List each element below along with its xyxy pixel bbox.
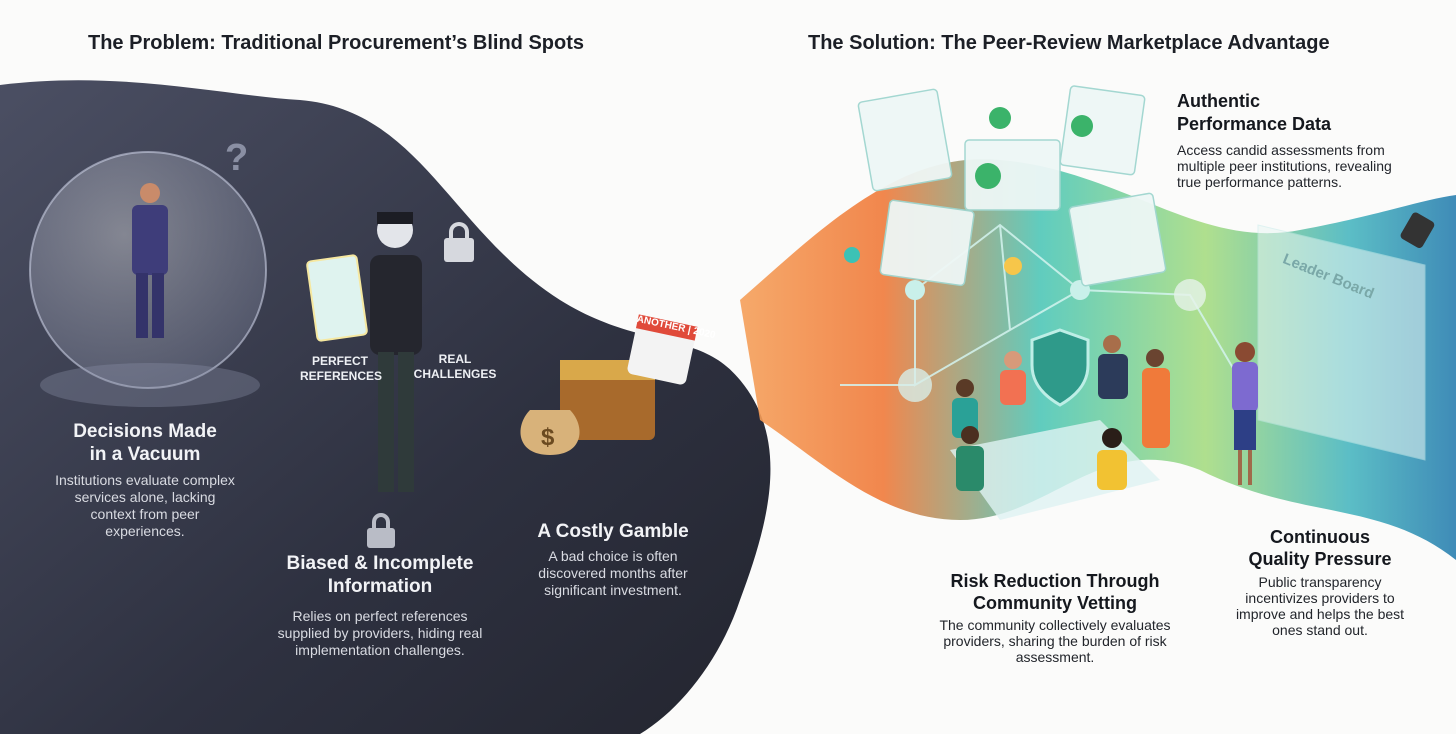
- businessman-figure: [132, 183, 168, 338]
- biased-heading-2: Information: [327, 576, 433, 597]
- woman-presenter: [1232, 342, 1258, 485]
- risk-heading-2: Community Vetting: [972, 593, 1137, 613]
- people-figures: [952, 335, 1170, 491]
- real-challenges-label: REAL CHALLENGES: [413, 352, 497, 381]
- svg-text:$: $: [541, 424, 555, 451]
- shield-icon: [1030, 328, 1090, 407]
- authentic-heading-1: Authentic: [1177, 91, 1260, 111]
- quality-heading-1: Continuous: [1270, 527, 1370, 547]
- spotlight-icon: [1400, 212, 1435, 249]
- risk-section: Risk Reduction Through Community Vetting…: [935, 570, 1175, 665]
- perfect-references-label: PERFECT REFERENCES: [300, 354, 383, 383]
- authentic-heading-2: Performance Data: [1177, 114, 1332, 134]
- reference-document-icon: [306, 254, 368, 342]
- biased-heading-1: Biased & Incomplete: [286, 553, 474, 574]
- review-cards: [857, 85, 1167, 287]
- vacuum-section: Decisions Made in a Vacuum Institutions …: [55, 420, 235, 540]
- gamble-section: A Costly Gamble A bad choice is often di…: [527, 520, 699, 599]
- risk-body: The community collectively evaluates pro…: [939, 617, 1171, 665]
- gamble-heading: A Costly Gamble: [537, 521, 689, 542]
- gamble-body: A bad choice is often discovered months …: [538, 548, 688, 598]
- quality-section: Continuous Quality Pressure Public trans…: [1230, 526, 1410, 638]
- vacuum-body: Institutions evaluate complex services a…: [55, 472, 235, 539]
- biased-body: Relies on perfect references supplied by…: [277, 608, 483, 658]
- authentic-body: Access candid assessments from multiple …: [1177, 142, 1392, 190]
- authentic-section: Authentic Performance Data Access candid…: [1177, 90, 1417, 190]
- quality-heading-2: Quality Pressure: [1248, 549, 1392, 569]
- leaderboard-panel: [1257, 224, 1426, 461]
- money-bag-icon: [520, 410, 580, 455]
- vacuum-heading-1: Decisions Made: [73, 421, 217, 442]
- padlock-icon: [444, 222, 474, 262]
- vacuum-heading-2: in a Vacuum: [89, 444, 201, 465]
- network-nodes: [844, 247, 1206, 402]
- problem-title: The Problem: Traditional Procurement’s B…: [88, 32, 584, 54]
- solution-title: The Solution: The Peer-Review Marketplac…: [808, 32, 1330, 54]
- risk-heading-1: Risk Reduction Through: [950, 571, 1160, 591]
- quality-body: Public transparency incentivizes provide…: [1235, 574, 1405, 638]
- padlock-icon-small: [367, 513, 395, 548]
- question-mark-icon: ?: [225, 137, 248, 179]
- biased-section: Biased & Incomplete Information Relies o…: [270, 552, 490, 659]
- check-icons: [975, 107, 1093, 189]
- masked-figure: [370, 212, 422, 492]
